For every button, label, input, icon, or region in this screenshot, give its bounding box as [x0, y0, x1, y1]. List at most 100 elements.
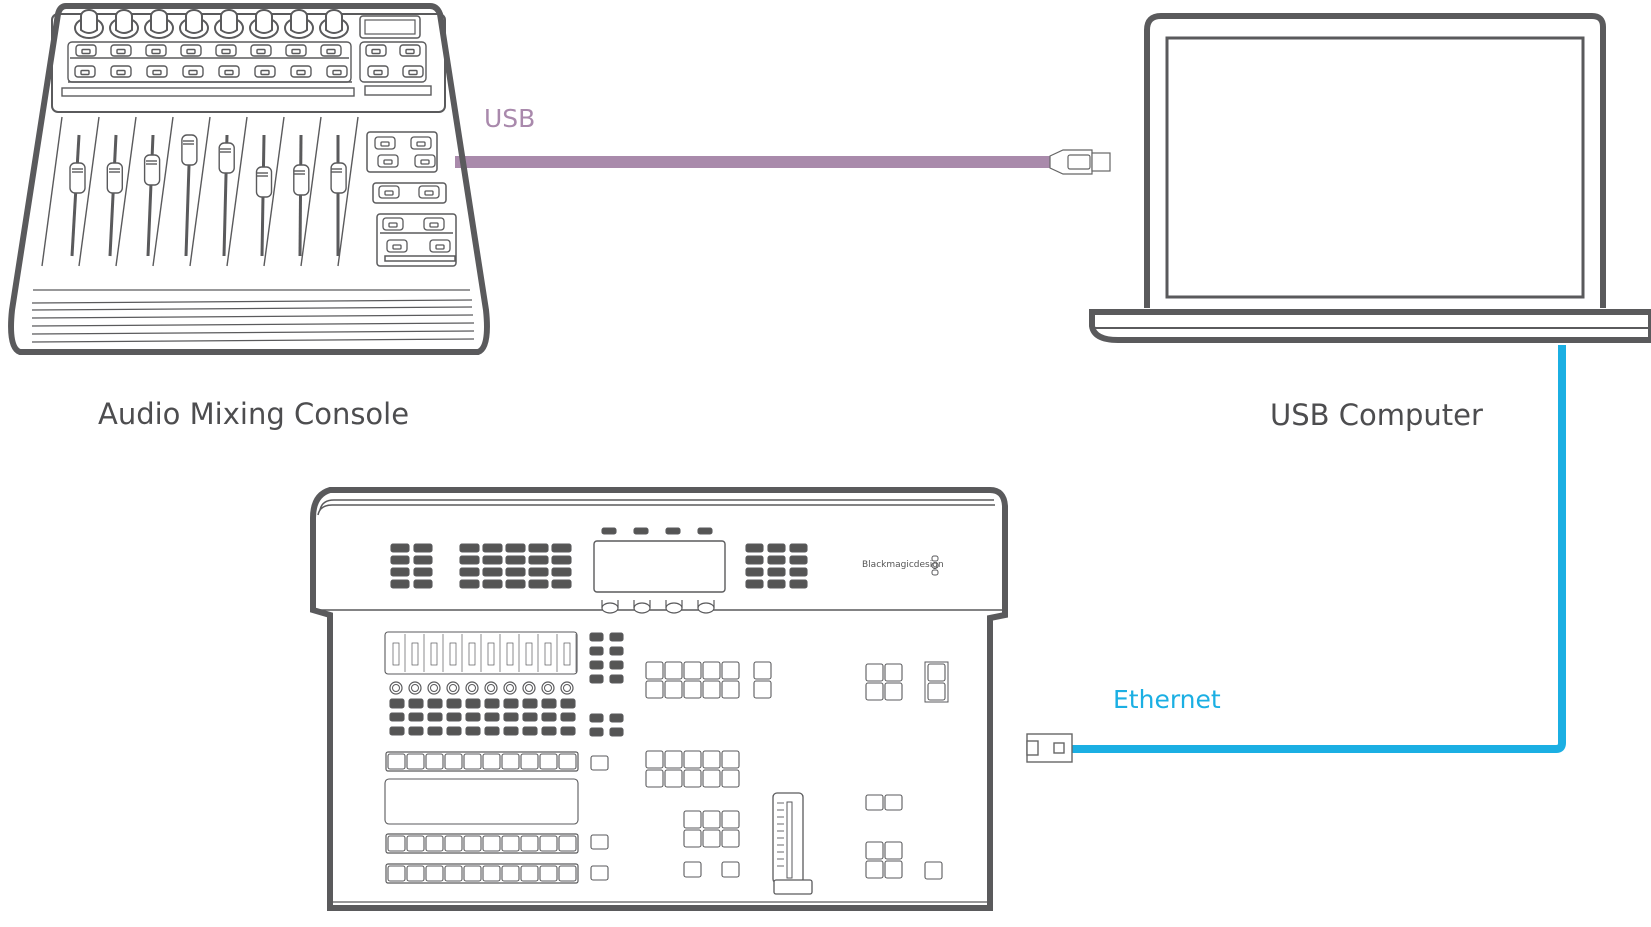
mixer-button	[290, 65, 312, 78]
switcher-key	[589, 674, 604, 684]
camera-key	[683, 680, 702, 699]
channel-select-button	[560, 698, 576, 709]
numpad-key	[789, 543, 808, 553]
switcher-key	[463, 835, 482, 852]
switcher-key	[406, 865, 425, 882]
fader-divider	[78, 116, 100, 267]
mixer-button	[367, 65, 389, 78]
numpad-key	[789, 579, 808, 589]
fader-divider	[189, 116, 211, 267]
switcher-key	[406, 835, 425, 852]
numpad-key	[767, 555, 786, 565]
mixer-button	[378, 185, 400, 199]
switcher-key	[444, 753, 463, 770]
fader-knob	[218, 142, 235, 174]
record-key	[884, 663, 903, 682]
channel-knob	[503, 681, 517, 695]
switcher-key	[505, 579, 526, 589]
switcher-key	[505, 543, 526, 553]
mixer-button	[410, 136, 432, 150]
channel-select-button	[465, 698, 481, 709]
mute-button	[484, 726, 500, 736]
mute-button	[446, 726, 462, 736]
channel-select-button	[389, 698, 405, 709]
mute-button	[427, 726, 443, 736]
switcher-key	[459, 555, 480, 565]
ethernet-cable-line	[1070, 345, 1566, 753]
mixer-button	[250, 44, 272, 57]
mute-button	[541, 726, 557, 736]
mixer-button	[382, 217, 404, 231]
channel-meter	[544, 642, 552, 666]
record-key	[865, 682, 884, 701]
mute-button	[560, 726, 576, 736]
mixer-button	[110, 44, 132, 57]
source-label-display	[384, 778, 579, 825]
keyer-key	[683, 769, 702, 788]
fader-divider	[263, 116, 285, 267]
keyer-key	[645, 750, 664, 769]
audio-mixing-console	[8, 3, 490, 355]
mute-button	[465, 726, 481, 736]
menu-soft-key	[697, 527, 713, 535]
numpad-key	[767, 567, 786, 577]
switcher-key	[482, 753, 501, 770]
channel-meter	[487, 642, 495, 666]
mixer-faders	[41, 116, 359, 267]
transition-key	[683, 810, 702, 829]
solo-button	[427, 712, 443, 722]
switcher-key	[505, 555, 526, 565]
camera-key	[664, 680, 683, 699]
switcher-key	[520, 865, 539, 882]
switcher-key	[551, 567, 572, 577]
ftb-key	[924, 861, 943, 880]
numpad-key	[789, 555, 808, 565]
dsk-tie-key	[884, 794, 903, 811]
solo-button	[446, 712, 462, 722]
switcher-key	[413, 579, 433, 589]
channel-select-button	[427, 698, 443, 709]
channel-knob	[541, 681, 555, 695]
mixer-button	[145, 44, 167, 57]
camera-key	[645, 661, 664, 680]
switcher-key	[425, 865, 444, 882]
mute-button	[522, 726, 538, 736]
menu-knob	[665, 602, 683, 614]
numpad-key	[789, 567, 808, 577]
fader-knob	[293, 164, 310, 196]
preview-bus-row	[385, 833, 579, 854]
ethernet-connector-icon	[1026, 733, 1073, 763]
menu-knob	[633, 602, 651, 614]
shift-button	[590, 834, 609, 850]
channel-meter	[563, 642, 571, 666]
switcher-key	[463, 865, 482, 882]
audio-channel-strips	[384, 631, 578, 675]
mixer-button	[254, 65, 276, 78]
auto-button	[721, 861, 740, 878]
mixer-button	[320, 44, 342, 57]
switcher-key	[505, 567, 526, 577]
channel-meter	[392, 642, 400, 666]
channel-select-button	[484, 698, 500, 709]
switcher-key	[558, 865, 577, 882]
menu-knob	[601, 602, 619, 614]
fader-track	[146, 134, 155, 257]
switcher-key	[390, 567, 410, 577]
record-key	[865, 663, 884, 682]
transition-key	[721, 810, 740, 829]
menu-soft-key	[601, 527, 617, 535]
switcher-key	[413, 567, 433, 577]
switcher-key	[589, 632, 604, 642]
fader-knob	[255, 166, 273, 198]
channel-knob	[465, 681, 479, 695]
switcher-key	[551, 555, 572, 565]
cut-button	[683, 861, 702, 878]
mixer-button	[326, 65, 348, 78]
on-air-key	[927, 663, 946, 682]
switcher-key	[539, 753, 558, 770]
keyer-key	[683, 750, 702, 769]
switcher-key	[463, 753, 482, 770]
mixer-button	[402, 65, 424, 78]
mixer-button	[365, 44, 387, 57]
switcher-key	[459, 543, 480, 553]
